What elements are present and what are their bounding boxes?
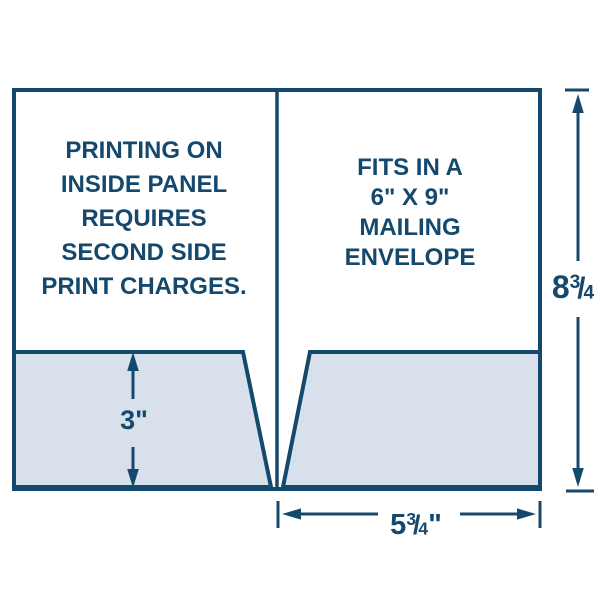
folder-height-dimension: [565, 88, 594, 493]
panel-width-whole: 5: [390, 509, 407, 542]
panel-width-label: 53/4": [336, 501, 496, 546]
panel-width-dimension: [276, 501, 542, 528]
pocket-height-dimension: [127, 352, 139, 488]
panel-width-inch-mark: ": [428, 509, 442, 542]
folder-height-numerator: 3: [569, 272, 581, 293]
panel-width-denominator: 4: [418, 518, 429, 539]
folder-height-fraction-slash: /: [577, 271, 586, 305]
right-pocket: [280, 350, 542, 489]
panel-width-numerator: 3: [406, 509, 416, 529]
folder-height-whole: 8: [551, 268, 570, 305]
panel-width-fraction-slash: /: [412, 510, 421, 541]
folder-height-denominator: 4: [583, 282, 595, 304]
pocket-height-label: 3": [120, 405, 148, 435]
left-panel-note: PRINTING ON INSIDE PANEL REQUIRES SECOND…: [41, 137, 247, 300]
folder-height-label: 83/4: [544, 263, 600, 313]
right-panel-note: FITS IN A 6" X 9" MAILING ENVELOPE: [344, 154, 476, 271]
